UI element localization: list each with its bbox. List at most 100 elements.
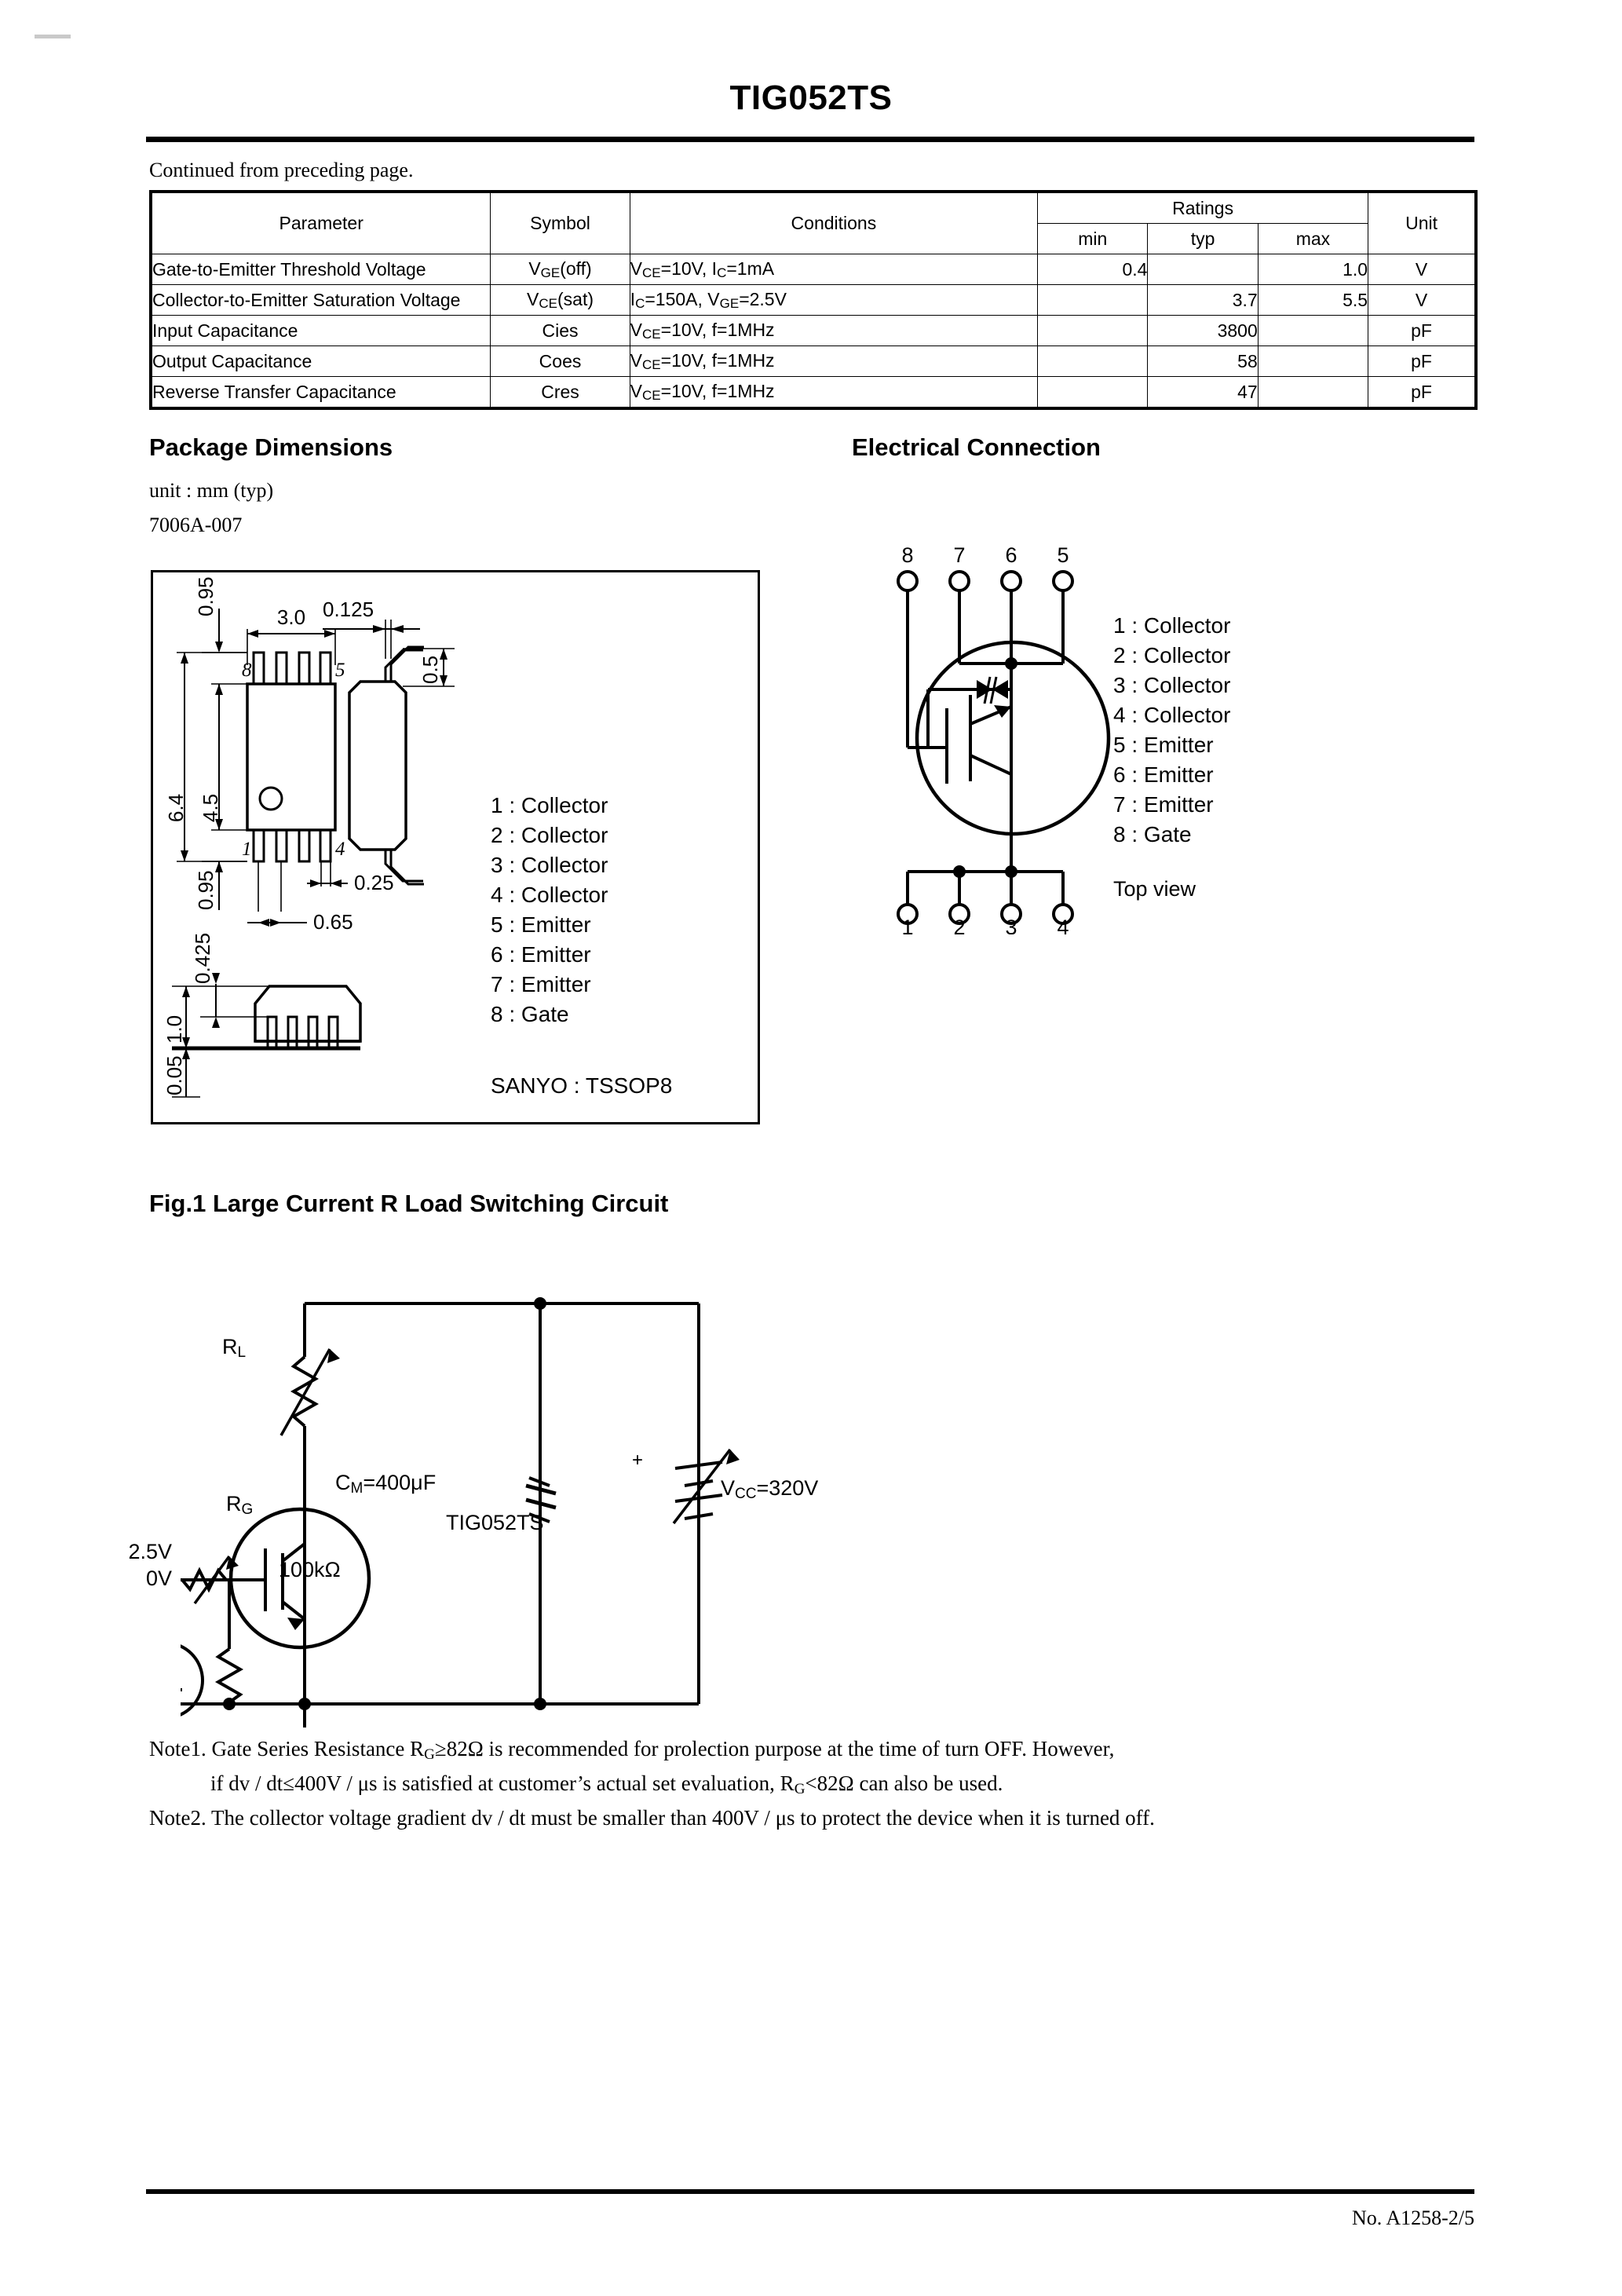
electrical-connection-diagram: 8 7 6 5 1 2 3 4 bbox=[897, 543, 1111, 934]
cell-typ: 3800 bbox=[1147, 315, 1259, 346]
cell-unit: V bbox=[1368, 254, 1478, 285]
cell-conditions: VCE=10V, f=1MHz bbox=[629, 315, 1039, 346]
ec-bottom-pin-3: 3 bbox=[1005, 916, 1017, 934]
label-cm-polarity: + bbox=[632, 1450, 644, 1471]
dim-body-length: 4.5 bbox=[199, 794, 222, 822]
package-drawing-box: 3.0 0.95 6.4 4.5 0.95 0.25 0.65 0.125 0.… bbox=[151, 570, 760, 1124]
pkg-pin-number-1: 1 bbox=[242, 839, 252, 860]
package-drawing-svg: 3.0 0.95 6.4 4.5 0.95 0.25 0.65 0.125 0.… bbox=[163, 576, 455, 1098]
pkg-pin-number-4: 4 bbox=[335, 839, 345, 860]
package-name-label: SANYO : TSSOP8 bbox=[491, 1073, 673, 1098]
cell-max: 5.5 bbox=[1257, 284, 1369, 316]
cell-conditions: VCE=10V, f=1MHz bbox=[629, 345, 1039, 377]
table-head: Parameter Symbol Conditions Ratings Unit… bbox=[149, 190, 1478, 254]
continued-note: Continued from preceding page. bbox=[149, 159, 414, 181]
cell-min: 0.4 bbox=[1037, 254, 1149, 285]
cell-min bbox=[1037, 284, 1149, 316]
footer-rule bbox=[146, 2189, 1474, 2194]
label-rl: RL bbox=[222, 1335, 247, 1361]
dim-top-lead-offset: 0.95 bbox=[194, 576, 217, 616]
cell-conditions: VCE=10V, IC=1mA bbox=[629, 254, 1039, 285]
cell-conditions: IC=150A, VGE=2.5V bbox=[629, 284, 1039, 316]
dim-overall-length: 6.4 bbox=[164, 794, 188, 822]
dim-body-height: 1.0 bbox=[163, 1015, 186, 1044]
cell-min bbox=[1037, 345, 1149, 377]
cell-min bbox=[1037, 376, 1149, 410]
column-header-conditions: Conditions bbox=[629, 190, 1039, 254]
electrical-characteristics-table: Parameter Symbol Conditions Ratings Unit… bbox=[149, 190, 1478, 410]
table-header-row-2: min typ max bbox=[151, 223, 1476, 254]
pkg-pin-number-5: 5 bbox=[335, 660, 345, 681]
electrical-connection-heading: Electrical Connection bbox=[852, 433, 1101, 461]
dim-lead-pitch: 0.65 bbox=[313, 910, 353, 934]
label-source-low: 0V bbox=[145, 1567, 172, 1590]
dim-bottom-lead-offset: 0.95 bbox=[194, 870, 217, 910]
cell-typ bbox=[1147, 254, 1259, 285]
cell-max bbox=[1257, 345, 1369, 377]
dim-lead-thickness: 0.125 bbox=[323, 598, 374, 621]
cell-symbol: Cies bbox=[490, 315, 630, 346]
dim-lead-foot: 0.5 bbox=[418, 656, 442, 684]
label-source-high: 2.5V bbox=[128, 1540, 172, 1563]
cell-unit: pF bbox=[1368, 345, 1478, 377]
column-header-max: max bbox=[1257, 223, 1369, 254]
figure1-heading: Fig.1 Large Current R Load Switching Cir… bbox=[149, 1190, 669, 1217]
cell-min bbox=[1037, 315, 1149, 346]
label-pulldown-resistor: 100kΩ bbox=[279, 1558, 341, 1581]
ec-top-pin-5: 5 bbox=[1057, 543, 1069, 567]
electrical-connection-pin-list: 1 : Collector 2 : Collector 3 : Collecto… bbox=[1113, 613, 1231, 846]
ec-bottom-pin-1: 1 bbox=[901, 916, 913, 934]
cell-parameter: Reverse Transfer Capacitance bbox=[149, 376, 491, 410]
cell-typ: 47 bbox=[1147, 376, 1259, 410]
cell-max bbox=[1257, 315, 1369, 346]
ec-bottom-pin-2: 2 bbox=[953, 916, 965, 934]
column-header-unit: Unit bbox=[1368, 190, 1478, 254]
dim-body-width: 3.0 bbox=[277, 605, 305, 629]
package-dimensions-heading: Package Dimensions bbox=[149, 433, 393, 461]
ec-top-pin-7: 7 bbox=[953, 543, 965, 567]
label-cm-capacitor: CM=400μF bbox=[335, 1471, 437, 1497]
page-title: TIG052TS bbox=[729, 79, 893, 117]
cell-typ: 58 bbox=[1147, 345, 1259, 377]
cell-symbol: Coes bbox=[490, 345, 630, 377]
cell-symbol: VCE(sat) bbox=[490, 284, 630, 316]
cell-max bbox=[1257, 376, 1369, 410]
cell-parameter: Output Capacitance bbox=[149, 345, 491, 377]
label-rg: RG bbox=[226, 1492, 254, 1518]
note2-line: Note2. The collector voltage gradient dv… bbox=[149, 1806, 1155, 1830]
cell-unit: V bbox=[1368, 284, 1478, 316]
label-device-name: TIG052TS bbox=[446, 1511, 544, 1534]
column-header-typ: typ bbox=[1147, 223, 1259, 254]
dim-lead-width: 0.25 bbox=[354, 871, 394, 894]
cell-symbol: Cres bbox=[490, 376, 630, 410]
pkg-pin-number-8: 8 bbox=[242, 660, 252, 681]
cell-symbol: VGE(off) bbox=[490, 254, 630, 285]
cell-conditions: VCE=10V, f=1MHz bbox=[629, 376, 1039, 410]
label-vcc-supply: VCC=320V bbox=[721, 1476, 819, 1502]
column-header-ratings: Ratings bbox=[1037, 190, 1369, 224]
column-header-min: min bbox=[1037, 223, 1149, 254]
cell-typ: 3.7 bbox=[1147, 284, 1259, 316]
scan-artifact bbox=[35, 35, 71, 38]
table-header-row-1: Parameter Symbol Conditions Ratings Unit bbox=[149, 190, 1478, 254]
top-view-label: Top view bbox=[1113, 877, 1196, 901]
note1-line2: if dv / dt≤400V / μs is satisfied at cus… bbox=[210, 1771, 1003, 1797]
cell-parameter: Gate-to-Emitter Threshold Voltage bbox=[149, 254, 491, 285]
package-pin-list: 1 : Collector 2 : Collector 3 : Collecto… bbox=[491, 793, 608, 1026]
figure1-circuit-diagram bbox=[181, 1297, 740, 1727]
column-header-symbol: Symbol bbox=[490, 190, 630, 254]
cell-unit: pF bbox=[1368, 376, 1478, 410]
ec-bottom-pin-4: 4 bbox=[1057, 916, 1069, 934]
package-unit-line: unit : mm (typ) bbox=[149, 479, 274, 502]
cell-parameter: Input Capacitance bbox=[149, 315, 491, 346]
footer-document-number: No. A1258-2/5 bbox=[1352, 2206, 1474, 2229]
ec-top-pin-6: 6 bbox=[1005, 543, 1017, 567]
package-code-line: 7006A-007 bbox=[149, 514, 243, 536]
